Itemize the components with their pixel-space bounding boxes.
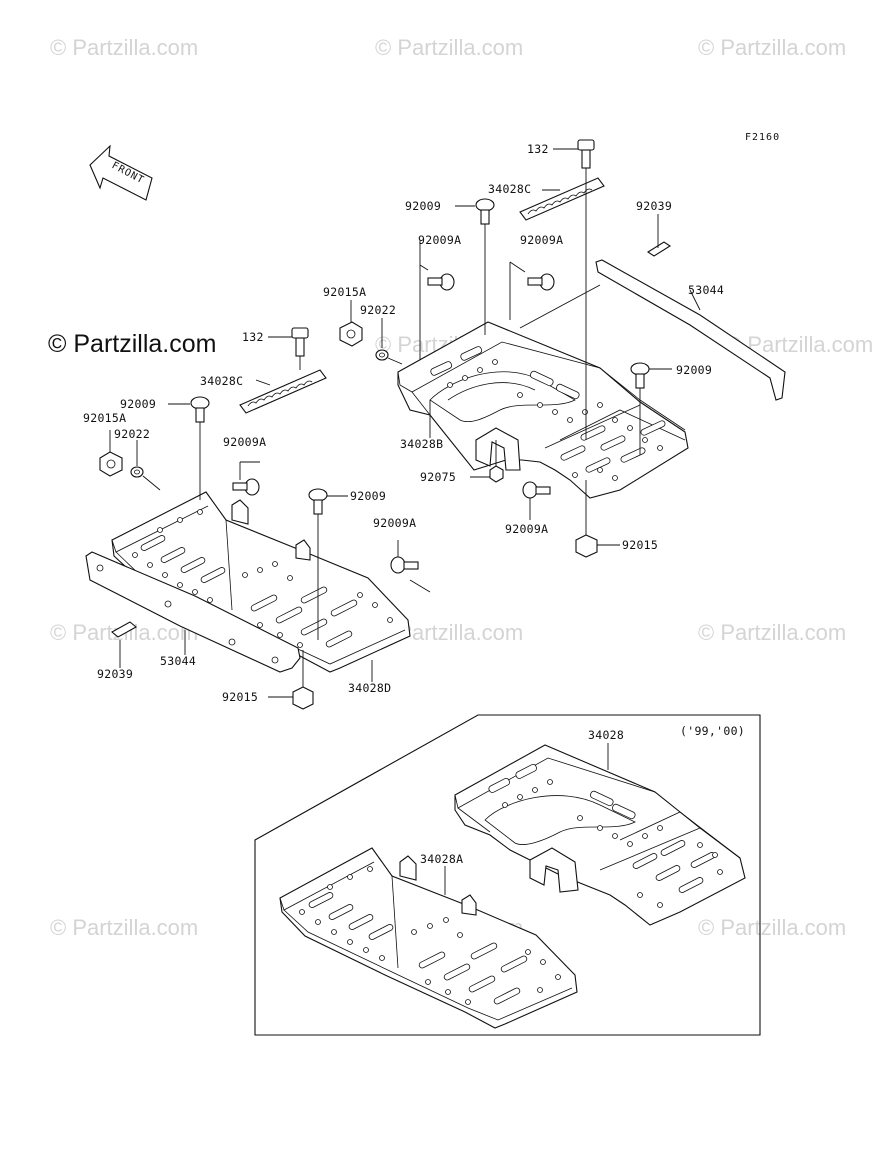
callout-92009A: 92009A bbox=[223, 435, 266, 449]
watermark: © Partzilla.com bbox=[698, 915, 846, 940]
nut-92075 bbox=[489, 465, 504, 483]
callout-92009: 92009 bbox=[120, 397, 156, 411]
clip-34028C-left bbox=[239, 369, 327, 414]
bolt-132-left bbox=[291, 327, 309, 357]
floor-holes bbox=[299, 866, 561, 1005]
pin-92039-top bbox=[646, 241, 672, 257]
watermark: © Partzilla.com bbox=[698, 35, 846, 60]
bolt-92009A-t2 bbox=[527, 273, 555, 291]
callout-92015: 92015 bbox=[622, 538, 658, 552]
callout-92009: 92009 bbox=[405, 199, 441, 213]
callout-92022: 92022 bbox=[114, 427, 150, 441]
callout-92009: 92009 bbox=[676, 363, 712, 377]
bolt-92009A-l1 bbox=[232, 478, 260, 496]
floor-slots bbox=[488, 763, 716, 893]
callout-34028A: 34028A bbox=[420, 852, 463, 866]
callout-53044: 53044 bbox=[688, 283, 724, 297]
watermark: © Partzilla.com bbox=[698, 620, 846, 645]
washer-92022-top bbox=[375, 349, 389, 361]
watermark: © Partzilla.com bbox=[50, 35, 198, 60]
callout-92039: 92039 bbox=[97, 667, 133, 681]
nut-92015-left bbox=[292, 686, 314, 710]
bolt-92009-left bbox=[190, 396, 210, 423]
floor-holes bbox=[502, 779, 723, 908]
callout-92009A: 92009A bbox=[505, 522, 548, 536]
diagram-code: F2160 bbox=[745, 132, 780, 143]
watermark-prominent: © Partzilla.com bbox=[48, 330, 216, 358]
nut-92015A-left bbox=[99, 451, 123, 477]
pin-92039-left bbox=[111, 621, 137, 638]
front-arrow-icon: FRONT bbox=[89, 144, 153, 201]
watermark: © Partzilla.com bbox=[50, 915, 198, 940]
front-carrier-34028A bbox=[279, 847, 578, 1029]
callout-92009A: 92009A bbox=[418, 233, 461, 247]
callout-132: 132 bbox=[242, 330, 264, 344]
side-rail-53044-lower bbox=[85, 551, 301, 673]
bolt-92009-right bbox=[630, 362, 650, 389]
callout-53044: 53044 bbox=[160, 654, 196, 668]
leader-lines-left bbox=[109, 336, 431, 698]
side-rail-53044-upper bbox=[595, 259, 786, 401]
nut-92015-right bbox=[575, 534, 598, 558]
callout-92009: 92009 bbox=[350, 489, 386, 503]
callout-92009A: 92009A bbox=[520, 233, 563, 247]
bolt-92009-top bbox=[475, 198, 495, 225]
bolt-92009-l2 bbox=[308, 488, 328, 515]
bolt-132-top bbox=[577, 139, 595, 169]
bolt-92009A-l2 bbox=[390, 556, 419, 574]
callout-92015A: 92015A bbox=[83, 411, 126, 425]
bolt-92009A-right bbox=[522, 481, 551, 499]
clip-34028C-upper bbox=[519, 177, 605, 221]
watermark: © Partzilla.com bbox=[375, 35, 523, 60]
rear-carrier-34028 bbox=[454, 744, 746, 926]
callout-34028C: 34028C bbox=[200, 374, 243, 388]
callout-34028D: 34028D bbox=[348, 681, 391, 695]
floor-holes bbox=[447, 359, 663, 481]
washer-92022-left bbox=[130, 466, 144, 478]
callout-92075: 92075 bbox=[420, 470, 456, 484]
year-note: ('99,'00) bbox=[680, 724, 745, 738]
callout-92015: 92015 bbox=[222, 690, 258, 704]
callout-34028B: 34028B bbox=[400, 437, 443, 451]
leader-lines-upper bbox=[350, 148, 701, 546]
callout-34028C: 34028C bbox=[488, 182, 531, 196]
variant-box: ('99,'00) bbox=[254, 714, 761, 1036]
front-carrier-34028D bbox=[111, 491, 411, 673]
callout-132: 132 bbox=[527, 142, 549, 156]
floor-slots bbox=[140, 535, 358, 648]
callout-34028: 34028 bbox=[588, 728, 624, 742]
floor-slots bbox=[308, 892, 528, 1005]
rear-carrier-34028B bbox=[397, 321, 689, 499]
callout-92009A: 92009A bbox=[373, 516, 416, 530]
callout-92015A: 92015A bbox=[323, 285, 366, 299]
callout-92039: 92039 bbox=[636, 199, 672, 213]
floor-holes bbox=[132, 509, 393, 648]
nut-92015A-top bbox=[339, 321, 363, 347]
floor-slots bbox=[430, 346, 666, 473]
callout-92022: 92022 bbox=[360, 303, 396, 317]
bolt-92009A-t1 bbox=[427, 273, 455, 291]
